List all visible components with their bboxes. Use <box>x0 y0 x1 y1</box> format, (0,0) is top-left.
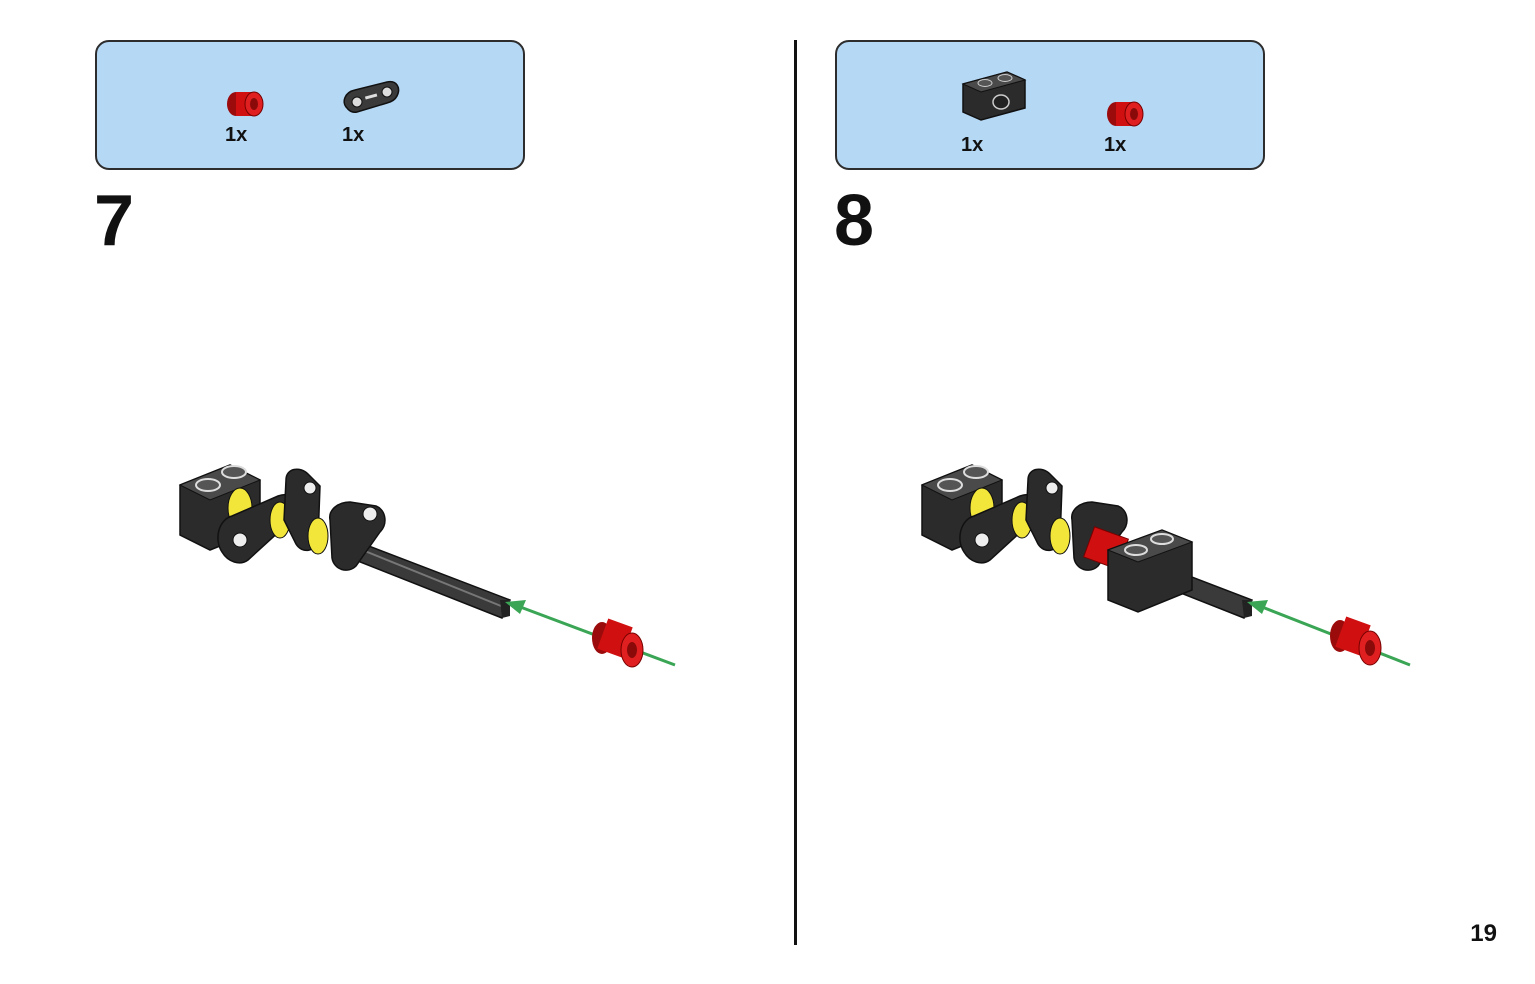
black-technic-brick-1x2-icon <box>961 71 1027 121</box>
step-number: 8 <box>834 181 875 261</box>
part-qty: 1x <box>342 124 365 146</box>
step-8-assembly-illustration <box>920 464 1411 667</box>
page-number: 19 <box>1470 920 1497 947</box>
part-qty: 1x <box>961 134 984 156</box>
page-divider <box>794 40 797 945</box>
red-axle-pin-icon <box>227 91 264 117</box>
parts-list-step-8: 1x 1x <box>835 40 1265 170</box>
red-axle-pin-icon <box>1107 101 1144 127</box>
parts-list-step-7: 1x 1x <box>95 40 525 170</box>
black-beam-2-icon <box>343 80 400 113</box>
step-7-assembly-illustration <box>178 464 676 668</box>
part-qty: 1x <box>1104 134 1127 156</box>
step-number: 7 <box>94 181 135 261</box>
part-qty: 1x <box>225 124 248 146</box>
